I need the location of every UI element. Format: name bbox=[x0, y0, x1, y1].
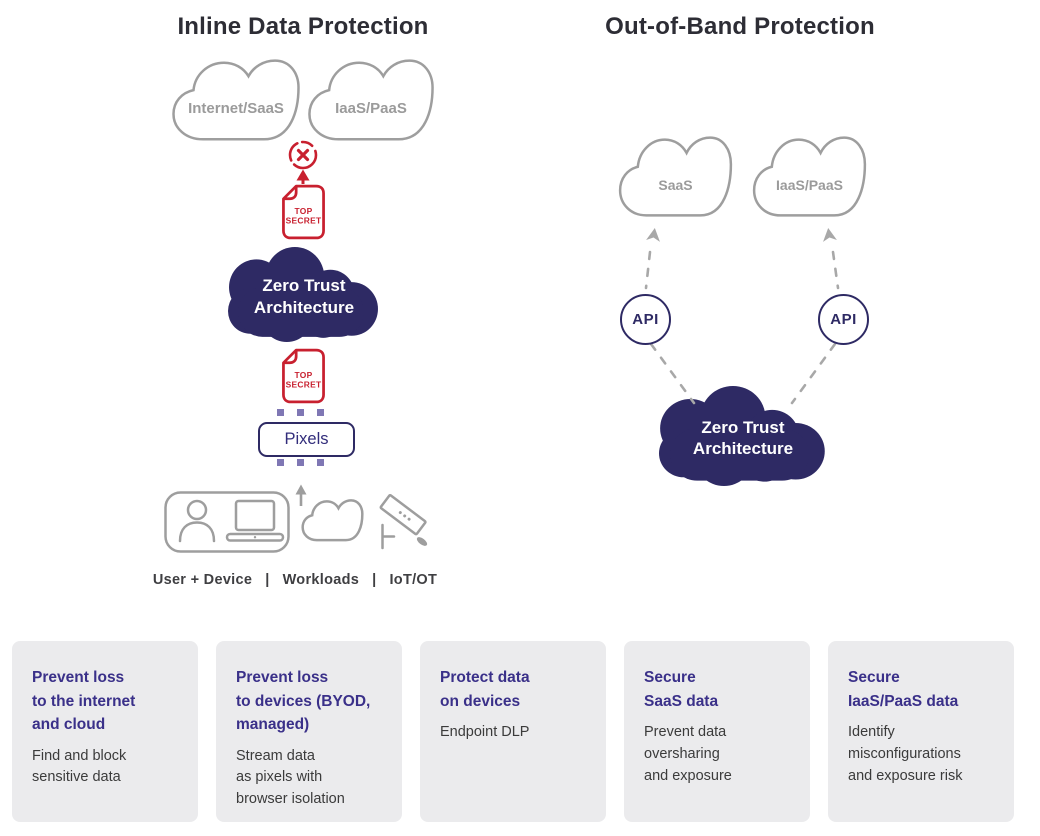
card-heading: Prevent loss to devices (BYOD, managed) bbox=[236, 669, 371, 734]
top-secret-document-lower: TOP SECRET bbox=[281, 347, 326, 405]
card-secure-iaas-paas-data: Secure IaaS/PaaS data Identify misconfig… bbox=[828, 641, 1014, 822]
devices-caption: User + Device | Workloads | IoT/OT bbox=[152, 572, 438, 588]
internet-saas-cloud: Internet/SaaS bbox=[170, 56, 302, 145]
user-device-icon bbox=[164, 491, 290, 553]
zero-trust-label-right: Zero Trust Architecture bbox=[692, 417, 794, 458]
card-heading: Protect data on devices bbox=[440, 669, 530, 710]
svg-text:SECRET: SECRET bbox=[286, 380, 322, 390]
zero-trust-cloud-right: Zero Trust Architecture bbox=[659, 386, 827, 486]
iot-camera-icon bbox=[375, 491, 434, 551]
card-prevent-loss-devices: Prevent loss to devices (BYOD, managed) … bbox=[216, 641, 402, 822]
card-body: Endpoint DLP bbox=[440, 724, 530, 741]
laptop-icon bbox=[234, 499, 276, 532]
card-body: Stream data as pixels with browser isola… bbox=[236, 747, 345, 808]
person-icon bbox=[186, 499, 208, 521]
inline-protection-title: Inline Data Protection bbox=[177, 13, 429, 40]
pixel-dots-bottom bbox=[277, 459, 324, 466]
api-circle-right: API bbox=[818, 294, 869, 345]
api-circle-left: API bbox=[620, 294, 671, 345]
red-up-arrow bbox=[296, 169, 310, 184]
api-label: API bbox=[830, 311, 857, 328]
device-frame bbox=[164, 491, 290, 553]
iaas-paas-cloud-left: IaaS/PaaS bbox=[306, 56, 436, 145]
card-prevent-loss-internet: Prevent loss to the internet and cloud F… bbox=[12, 641, 198, 822]
iaas-paas-label-right: IaaS/PaaS bbox=[776, 177, 843, 193]
out-of-band-protection-title: Out-of-Band Protection bbox=[605, 13, 875, 40]
api-label: API bbox=[632, 311, 659, 328]
card-body: Find and block sensitive data bbox=[32, 747, 127, 786]
pixel-dots-top bbox=[277, 409, 324, 416]
card-protect-data-devices: Protect data on devices Endpoint DLP bbox=[420, 641, 606, 822]
card-heading: Secure SaaS data bbox=[644, 669, 719, 710]
pixels-box: Pixels bbox=[258, 422, 355, 457]
card-body: Identify misconfigurations and exposure … bbox=[848, 724, 963, 784]
top-secret-text: TOP bbox=[294, 206, 312, 216]
saas-label: SaaS bbox=[658, 177, 693, 193]
workloads-cloud-icon bbox=[301, 498, 364, 543]
iaas-paas-label-left: IaaS/PaaS bbox=[335, 100, 407, 117]
internet-saas-label: Internet/SaaS bbox=[188, 100, 284, 117]
capability-cards: Prevent loss to the internet and cloud F… bbox=[12, 641, 1014, 822]
dashed-line-arrowheads bbox=[646, 228, 837, 242]
card-heading: Secure IaaS/PaaS data bbox=[848, 669, 959, 710]
card-heading: Prevent loss to the internet and cloud bbox=[32, 669, 136, 734]
pixels-label: Pixels bbox=[284, 430, 329, 448]
svg-text:SECRET: SECRET bbox=[286, 216, 322, 226]
top-secret-text: TOP bbox=[294, 370, 312, 380]
zero-trust-cloud-left: Zero Trust Architecture bbox=[228, 247, 380, 342]
top-secret-document-upper: TOP SECRET bbox=[281, 183, 326, 241]
card-body: Prevent data oversharing and exposure bbox=[644, 724, 732, 784]
saas-cloud: SaaS bbox=[617, 133, 734, 221]
zero-trust-label-left: Zero Trust Architecture bbox=[253, 276, 355, 317]
blocked-x-icon bbox=[288, 140, 318, 170]
iaas-paas-cloud-right: IaaS/PaaS bbox=[751, 133, 868, 221]
card-secure-saas-data: Secure SaaS data Prevent data oversharin… bbox=[624, 641, 810, 822]
dashed-api-lines bbox=[644, 250, 840, 405]
